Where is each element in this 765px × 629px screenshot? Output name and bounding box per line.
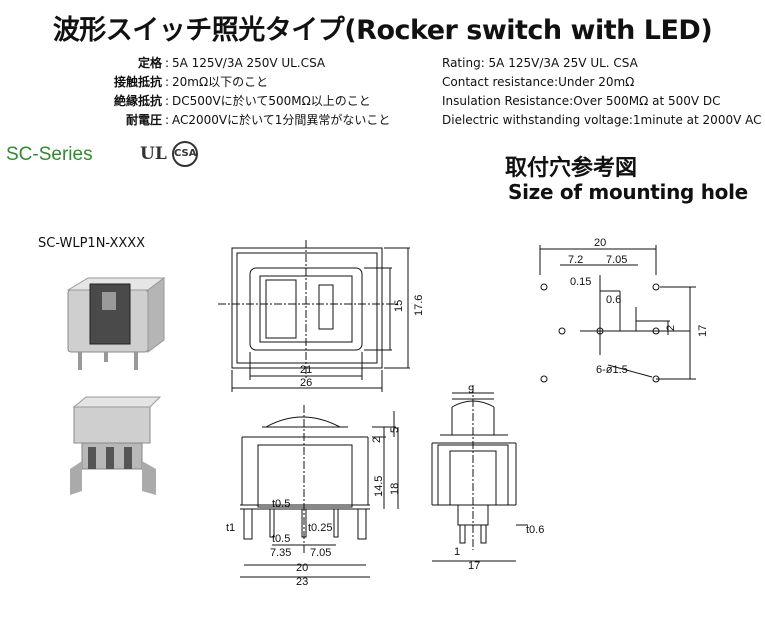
dim-hole-height-2: 2: [665, 325, 677, 331]
dim-top-inner-height: 15: [393, 300, 405, 312]
spec-jp-value: 20mΩ以下のこと: [172, 75, 269, 89]
dim-top-outer-height: 17.6: [413, 295, 425, 316]
spec-jp-contact: 接触抵抗:20mΩ以下のこと: [100, 73, 268, 92]
top-view-drawing: 21 26 15 17.6: [218, 240, 425, 392]
side-view-drawing: 9 17 1 t0.6: [431, 385, 544, 572]
dim-front-t5: 5: [389, 427, 401, 433]
dim-front-t2: 2: [371, 437, 383, 443]
dim-front-pitch-1: 7.35: [270, 547, 291, 559]
dim-front-t05a: t0.5: [272, 498, 290, 510]
spec-jp-value: AC2000Vに於いて1分間異常がないこと: [172, 113, 391, 127]
dim-side-t06: t0.6: [526, 524, 544, 536]
ul-logo: UL: [140, 144, 167, 164]
spec-jp-dielectric: 耐電圧:AC2000Vに於いて1分間異常がないこと: [100, 111, 390, 130]
dim-side-bottom: 17: [468, 560, 480, 572]
dim-front-body-height: 14.5: [373, 476, 385, 497]
spec-jp-value: 5A 125V/3A 250V UL.CSA: [172, 56, 326, 70]
dim-hole-t015: 0.15: [570, 276, 591, 288]
mounting-hole-title-en: Size of mounting hole: [508, 180, 748, 204]
dim-hole-d06: 0.6: [606, 294, 621, 306]
dim-front-width-20: 20: [296, 562, 308, 574]
spec-en-rating: Rating: 5A 125V/3A 25V UL. CSA: [442, 56, 638, 70]
dim-front-total-height: 18: [389, 483, 401, 495]
dim-hole-pitch-1: 7.2: [568, 254, 583, 266]
spec-en-dielectric: Dielectric withstanding voltage:1minute …: [442, 113, 762, 127]
dim-top-inner-width: 21: [300, 364, 312, 376]
dim-front-t025: t0.25: [308, 522, 332, 534]
dim-hole-height-17: 17: [697, 325, 709, 337]
page-title: 波形スイッチ照光タイプ(Rocker switch with LED): [52, 15, 713, 46]
series-label: SC-Series: [6, 144, 93, 165]
model-number: SC-WLP1N-XXXX: [38, 236, 146, 251]
dim-front-t05b: t0.5: [272, 533, 290, 545]
front-view-drawing: 2 5 14.5 18 t0.5 t0.5 t0.25 t1 7.35 7.05…: [226, 405, 401, 588]
spec-jp-insulation: 絶縁抵抗:DC500Vに於いて500MΩ以上のこと: [100, 92, 371, 111]
spec-jp-label: 接触抵抗: [113, 75, 162, 89]
dim-front-width-23: 23: [296, 576, 308, 588]
dim-front-t1: t1: [226, 522, 235, 534]
dim-top-outer-width: 26: [300, 377, 312, 389]
spec-jp-rating: 定格:5A 125V/3A 250V UL.CSA: [100, 54, 325, 73]
spec-jp-label: 定格: [137, 56, 162, 70]
spec-jp-label: 絶縁抵抗: [113, 94, 162, 108]
dim-side-pin: 1: [454, 546, 460, 558]
spec-en-insulation: Insulation Resistance:Over 500MΩ at 500V…: [442, 94, 721, 108]
dim-front-pitch-2: 7.05: [310, 547, 331, 559]
dim-hole-count-diameter: 6-ø1.5: [596, 364, 628, 376]
product-photo-front: [66, 277, 166, 370]
dim-hole-width-20: 20: [594, 237, 606, 249]
dim-side-top: 9: [468, 385, 474, 396]
product-photo-back: [70, 396, 162, 495]
spec-jp-label: 耐電圧: [125, 113, 162, 127]
spec-jp-value: DC500Vに於いて500MΩ以上のこと: [172, 94, 371, 108]
dim-hole-pitch-2: 7.05: [606, 254, 627, 266]
spec-en-contact: Contact resistance:Under 20mΩ: [442, 75, 635, 89]
mounting-hole-title-jp: 取付穴参考図: [505, 156, 638, 181]
csa-logo: CSA: [172, 141, 198, 167]
mounting-hole-drawing: 20 7.2 7.05 0.15 0.6 2 17 6-ø1.5: [539, 237, 709, 383]
